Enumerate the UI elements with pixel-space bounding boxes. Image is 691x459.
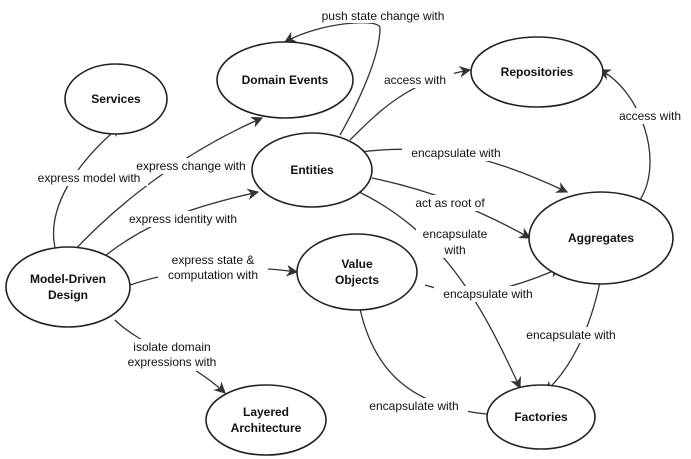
svg-text:Objects: Objects — [335, 273, 379, 287]
edge-express-model — [52, 125, 121, 259]
edge-encapsulate-entities-factories — [354, 189, 521, 390]
svg-text:Factories: Factories — [514, 410, 568, 424]
edge-label-access-aggregates: access with — [612, 108, 688, 124]
svg-text:express model with: express model with — [38, 171, 141, 185]
svg-text:Services: Services — [91, 92, 141, 106]
node-domain-events[interactable]: Domain Events — [216, 41, 354, 119]
svg-text:encapsulate with: encapsulate with — [369, 399, 458, 413]
edge-label-express-state: express state & computation with — [158, 252, 268, 284]
svg-text:computation with: computation with — [168, 268, 258, 282]
edge-label-encapsulate-aggregates-factories: encapsulate with — [518, 327, 624, 343]
edge-label-express-change: express change with — [128, 158, 254, 174]
svg-text:Domain Events: Domain Events — [242, 73, 329, 87]
svg-text:Repositories: Repositories — [501, 65, 574, 79]
svg-text:Architecture: Architecture — [231, 421, 302, 435]
edge-encapsulate-aggregates-factories — [544, 281, 601, 393]
svg-text:express identity with: express identity with — [129, 212, 237, 226]
edge-label-access-repositories: access with — [376, 72, 454, 88]
svg-text:Layered: Layered — [243, 405, 289, 419]
edge-label-isolate-domain: isolate domain expressions with — [116, 339, 228, 371]
edge-access-aggregates — [598, 69, 651, 201]
edge-label-encapsulate-values-factories: encapsulate with — [360, 398, 468, 414]
svg-text:access with: access with — [384, 73, 446, 87]
svg-text:encapsulate with: encapsulate with — [411, 146, 500, 160]
svg-text:with: with — [443, 243, 465, 257]
svg-text:express change with: express change with — [136, 159, 245, 173]
svg-text:Entities: Entities — [290, 163, 334, 177]
edge-express-change — [69, 116, 264, 256]
svg-text:encapsulate: encapsulate — [423, 227, 488, 241]
svg-text:isolate domain: isolate domain — [133, 340, 210, 354]
edge-label-express-model: express model with — [30, 170, 148, 186]
svg-text:act as root of: act as root of — [415, 196, 485, 210]
node-services[interactable]: Services — [64, 63, 168, 135]
svg-text:Value: Value — [341, 257, 373, 271]
svg-text:Model-Driven: Model-Driven — [30, 272, 106, 286]
edge-label-encapsulate-entities-factories: encapsulate with — [416, 226, 494, 258]
svg-text:express state &: express state & — [172, 253, 255, 267]
svg-text:encapsulate with: encapsulate with — [443, 287, 532, 301]
node-factories[interactable]: Factories — [486, 384, 596, 450]
node-repositories[interactable]: Repositories — [470, 36, 604, 108]
svg-text:access with: access with — [619, 109, 681, 123]
node-model-driven-design[interactable]: Model-Driven Design — [5, 246, 131, 328]
node-layered-architecture[interactable]: Layered Architecture — [205, 384, 327, 456]
svg-text:encapsulate with: encapsulate with — [526, 328, 615, 342]
svg-text:Aggregates: Aggregates — [568, 231, 634, 245]
svg-text:Design: Design — [48, 288, 88, 302]
edge-label-encapsulate-values-aggregates: encapsulate with — [434, 286, 542, 302]
node-aggregates[interactable]: Aggregates — [528, 191, 674, 285]
edge-encapsulate-values-factories — [357, 299, 502, 421]
svg-text:expressions with: expressions with — [128, 355, 217, 369]
edge-label-push-state-change: push state change with — [316, 7, 450, 23]
svg-text:push state change with: push state change with — [322, 9, 445, 23]
edge-push-state-change — [283, 22, 381, 136]
edge-label-express-identity: express identity with — [118, 211, 248, 227]
node-entities[interactable]: Entities — [251, 132, 373, 208]
edge-label-encapsulate-entities-aggregates: encapsulate with — [402, 145, 510, 161]
edge-label-act-as-root: act as root of — [406, 195, 494, 211]
node-value-objects[interactable]: Value Objects — [296, 233, 418, 311]
